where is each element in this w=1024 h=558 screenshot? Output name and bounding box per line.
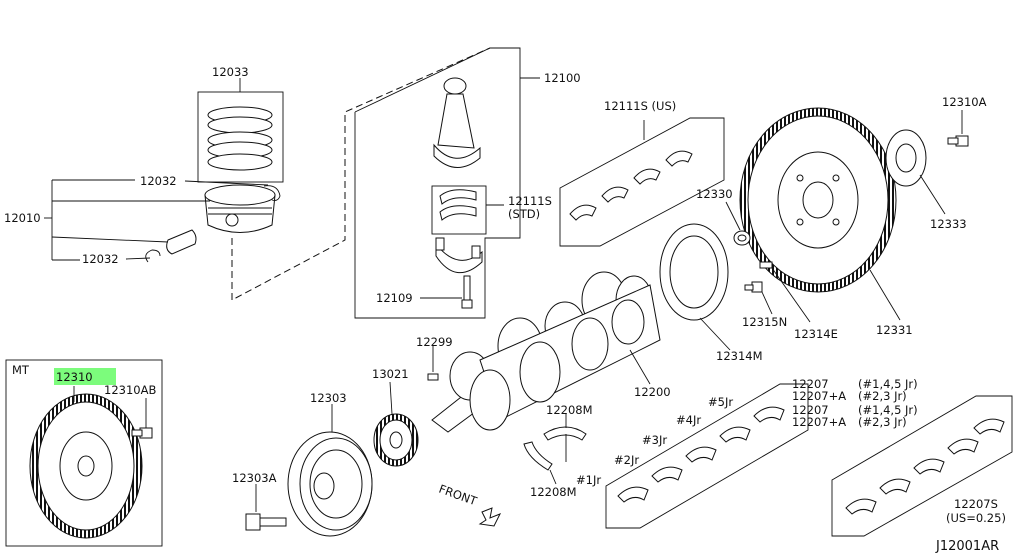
label-12310a: 12310A (942, 95, 987, 109)
journal-2: #2Jr (614, 453, 639, 467)
label-13021: 13021 (372, 367, 409, 381)
label-12315n: 12315N (742, 315, 787, 329)
label-12331: 12331 (876, 323, 913, 337)
label-12010: 12010 (4, 211, 41, 225)
label-12111s-us: 12111S (US) (604, 99, 676, 113)
snap-ring-top[interactable] (263, 185, 281, 201)
label-12299: 12299 (416, 335, 453, 349)
label-12314e: 12314E (794, 327, 838, 341)
label-12333: 12333 (930, 217, 967, 231)
pilot-bushing-12330[interactable] (733, 230, 751, 246)
label-12207-1-note: (#1,4,5 Jr) (858, 377, 918, 391)
drive-plate[interactable] (739, 107, 897, 293)
main-bearing-upper-us[interactable] (569, 150, 693, 221)
pulley-12303[interactable] (287, 431, 373, 537)
sprocket-13021[interactable] (373, 413, 419, 467)
label-12303: 12303 (310, 391, 347, 405)
mt-flywheel[interactable] (29, 393, 143, 539)
label-12033: 12033 (212, 65, 249, 79)
thrust-washer-upper[interactable] (543, 426, 587, 462)
thrust-washer-lower[interactable] (523, 441, 553, 471)
reinforcement-plate[interactable] (885, 129, 927, 187)
label-12207s: 12207S (954, 497, 998, 511)
pulley-bolt-12303a[interactable] (245, 513, 287, 531)
label-12032-bottom: 12032 (82, 252, 119, 266)
label-12330: 12330 (696, 187, 733, 201)
label-12207a-2: 12207+A (792, 415, 846, 429)
mt-inset-frame (5, 359, 163, 547)
label-12200: 12200 (634, 385, 671, 399)
label-12109: 12109 (376, 291, 413, 305)
label-12111s-std: 12111S (508, 194, 552, 208)
label-12100: 12100 (544, 71, 581, 85)
journal-5: #5Jr (708, 395, 733, 409)
connecting-rod-bolt[interactable] (461, 275, 473, 309)
label-12310-highlight (54, 368, 116, 385)
label-12207-1: 12207 (792, 377, 829, 391)
piston-pin[interactable] (166, 229, 197, 255)
connecting-rod[interactable] (433, 77, 481, 168)
piston-rings-group[interactable] (197, 91, 284, 183)
connecting-rod-bearing-std[interactable] (439, 189, 477, 221)
label-12303a: 12303A (232, 471, 277, 485)
connecting-rod-cap[interactable] (435, 237, 483, 273)
journal-3: #3Jr (642, 433, 667, 447)
mt-flywheel-bolt[interactable] (131, 427, 153, 439)
label-12207s-note: (US=0.25) (946, 511, 1006, 525)
dowel-pin-12314e[interactable] (759, 261, 773, 269)
label-12032-top: 12032 (140, 174, 177, 188)
journal-4: #4Jr (676, 413, 701, 427)
front-label: FRONT (437, 482, 480, 509)
journal-1: #1Jr (576, 473, 601, 487)
snap-ring-bottom[interactable] (145, 249, 161, 263)
label-12310: 12310 (56, 370, 93, 384)
label-12207-2-note: (#1,4,5 Jr) (858, 403, 918, 417)
label-12208m-bottom: 12208M (530, 485, 577, 499)
key-12299[interactable] (427, 373, 439, 381)
label-12207a-2-note: (#2,3 Jr) (858, 415, 907, 429)
diagram-code: J12001AR (935, 539, 999, 554)
bolt-12315n[interactable] (744, 281, 763, 293)
label-12111s-std-sub: (STD) (508, 207, 540, 221)
label-12314m: 12314M (716, 349, 763, 363)
main-bearings-lower[interactable] (617, 406, 785, 503)
signal-plate-12314m[interactable] (659, 223, 729, 321)
label-12310ab: 12310AB (104, 383, 156, 397)
flywheel-bolt-12310a[interactable] (947, 135, 969, 147)
piston[interactable] (204, 184, 276, 233)
label-12207-2: 12207 (792, 403, 829, 417)
label-12207a-1-note: (#2,3 Jr) (858, 389, 907, 403)
crankshaft[interactable] (431, 271, 661, 433)
label-12208m-top: 12208M (546, 403, 593, 417)
label-12207a-1: 12207+A (792, 389, 846, 403)
mt-label: MT (12, 363, 30, 377)
main-bearings-us-set[interactable] (845, 418, 1005, 515)
front-direction-arrow: FRONT (437, 482, 502, 527)
